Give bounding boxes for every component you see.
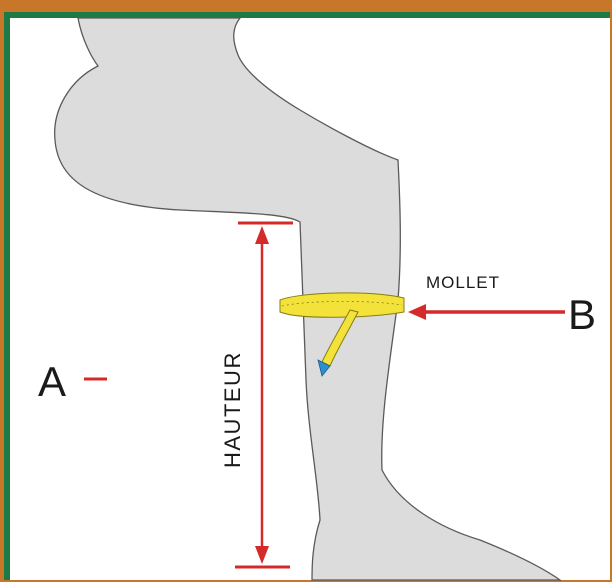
point-b-label: B [568, 291, 596, 338]
calf-label: MOLLET [426, 273, 500, 292]
height-label: HAUTEUR [220, 351, 245, 468]
point-a-label: A [38, 358, 66, 405]
